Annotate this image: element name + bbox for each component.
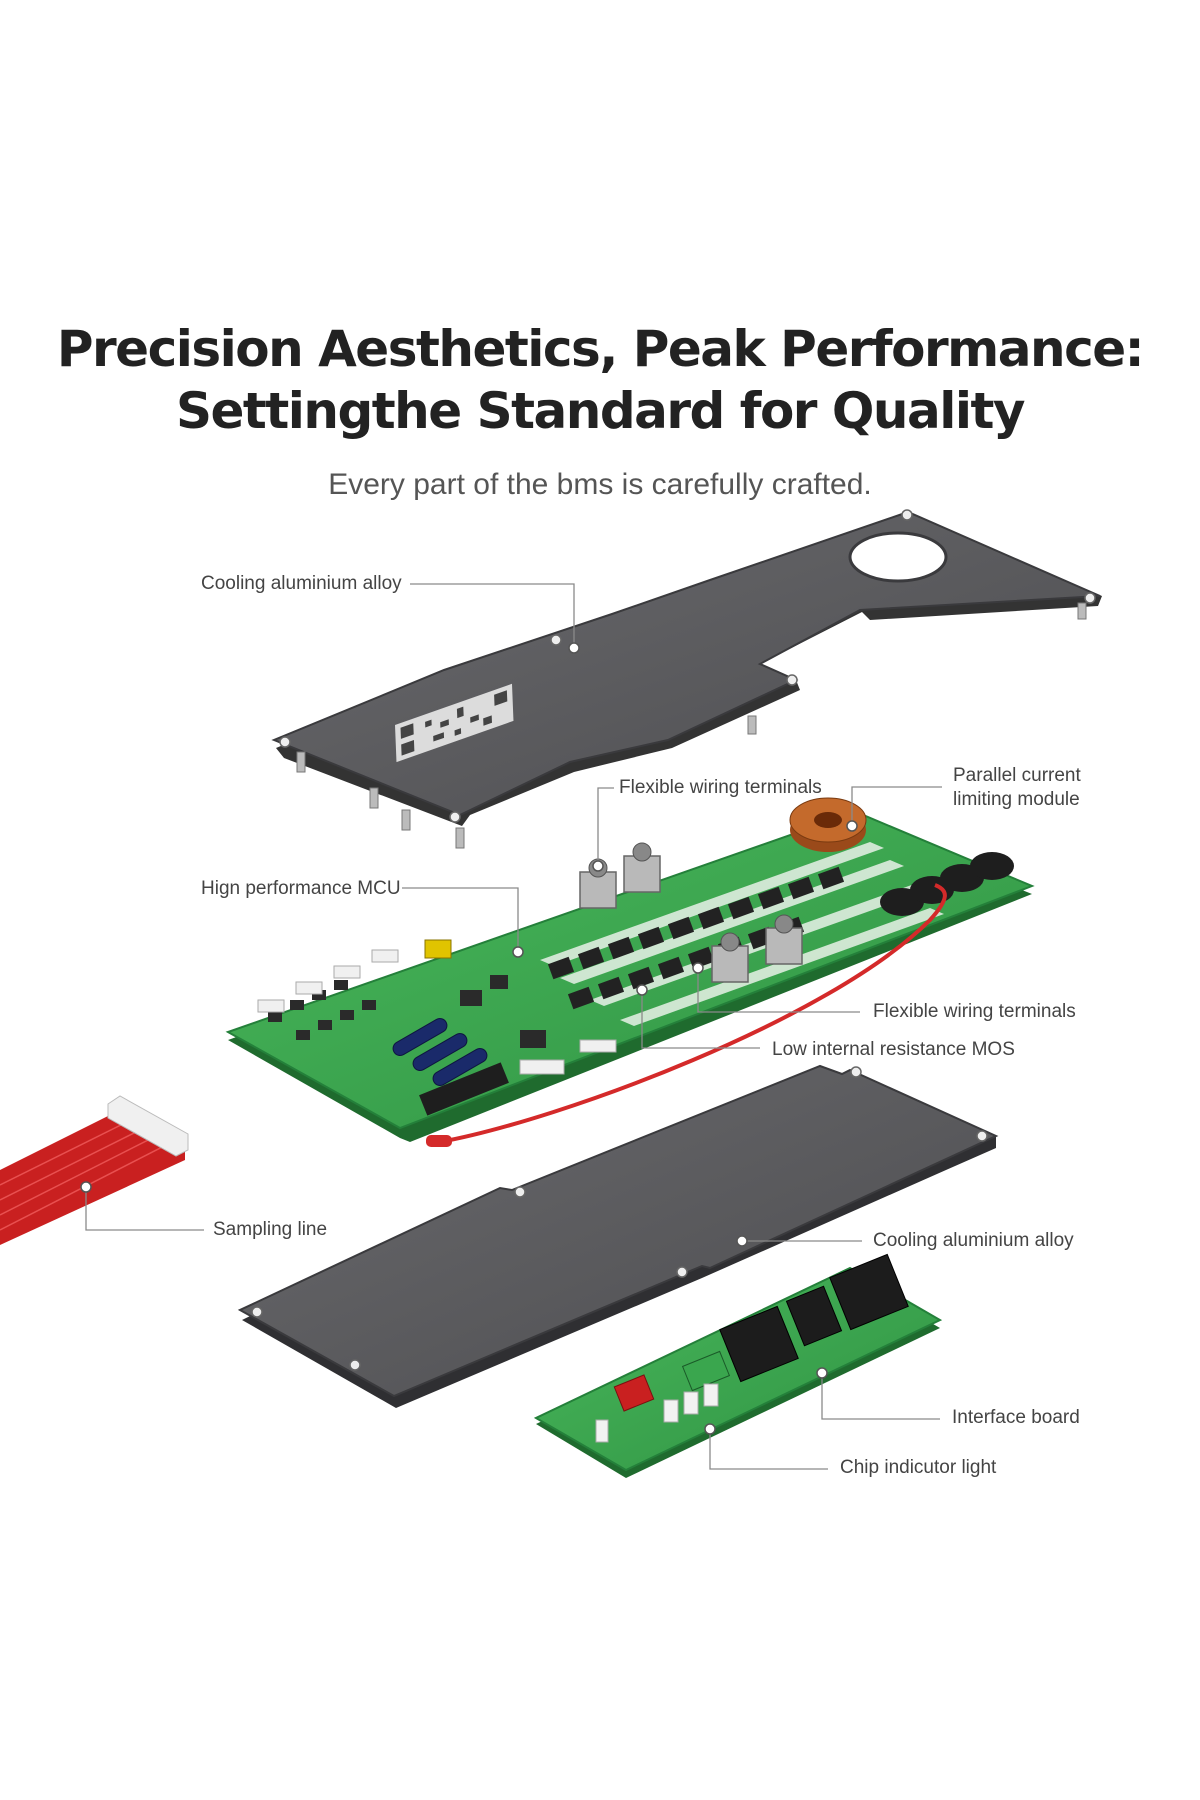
- page-subtitle: Every part of the bms is carefully craft…: [328, 468, 872, 501]
- callout-interface-board: Interface board: [952, 1407, 1080, 1428]
- callout-cooling-bottom: Cooling aluminium alloy: [873, 1230, 1074, 1251]
- qr-code: [395, 683, 514, 763]
- callout-sampling: Sampling line: [213, 1219, 328, 1240]
- callout-parallel-line-1: Parallel current: [953, 765, 1081, 786]
- page-title: Precision Aesthetics, Peak Performance: …: [0, 318, 1200, 442]
- callout-mcu: Hign performance MCU: [201, 878, 401, 899]
- title-line-2: Settingthe Standard for Quality: [176, 382, 1025, 440]
- main-pcb: [225, 797, 1035, 1147]
- callout-cooling-top: Cooling aluminium alloy: [201, 573, 402, 594]
- callout-flex-terminals-top: Flexible wiring terminals: [619, 777, 822, 798]
- sampling-ribbon-cable: [0, 1095, 189, 1245]
- title-line-1: Precision Aesthetics, Peak Performance:: [56, 320, 1145, 378]
- callout-flex-terminals-mid: Flexible wiring terminals: [873, 1001, 1076, 1022]
- leader-lines: [85, 583, 942, 1470]
- callout-chip-light: Chip indicutor light: [840, 1457, 997, 1478]
- callout-parallel-module: Parallel current limiting module: [953, 764, 1081, 812]
- top-cooling-plate: [271, 509, 1102, 849]
- bottom-cooling-plate: [237, 1064, 999, 1408]
- callout-mos: Low internal resistance MOS: [772, 1039, 1015, 1060]
- callout-parallel-line-2: limiting module: [953, 789, 1080, 810]
- interface-board: [533, 1253, 943, 1478]
- toroid-inductor: [789, 797, 867, 852]
- leader-dots: [80, 642, 858, 1435]
